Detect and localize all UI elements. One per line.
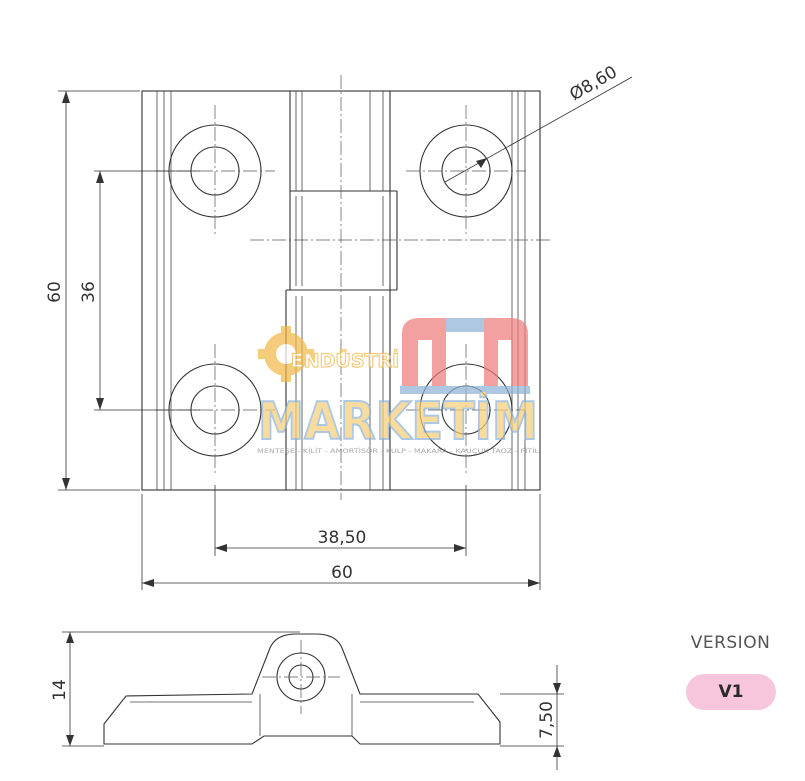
dimension-total-width: 60 (141, 494, 541, 590)
dim-label-total-height: 60 (45, 281, 65, 303)
hole-top-right (406, 105, 526, 237)
side-view (103, 633, 501, 745)
dimension-hole-spacing-vertical: 36 (79, 170, 200, 411)
dim-label-hole-spacing-vertical: 36 (79, 281, 99, 303)
hinge-outline (141, 90, 541, 491)
dimension-leaf-height: 7,50 (500, 665, 564, 770)
gear-icon (258, 326, 314, 382)
watermark-main-word: MARKETİM (258, 391, 538, 452)
dim-label-hole-spacing-horizontal: 38,50 (318, 528, 367, 548)
watermark-logo: ENDÜSTRİ MARKETİM MENTEŞE - KİLİT - AMOR… (257, 318, 539, 455)
watermark-top-word: ENDÜSTRİ (291, 348, 399, 372)
version-badge: V1 (686, 674, 776, 710)
dim-label-thickness: 14 (50, 679, 70, 701)
front-view (141, 75, 550, 500)
version-label: VERSION (690, 633, 771, 653)
dimension-hole-spacing-horizontal: 38,50 (214, 485, 467, 556)
dimension-hole-diameter: Ø8,60 (444, 62, 633, 183)
watermark-tagline: MENTEŞE - KİLİT - AMORTİSÖR - KULP - MAK… (257, 446, 539, 455)
dimension-total-height: 60 (45, 90, 140, 491)
dim-label-total-width: 60 (331, 563, 353, 583)
magnet-icon (400, 318, 530, 394)
dim-label-leaf-height: 7,50 (537, 701, 557, 739)
dimension-thickness: 14 (50, 631, 300, 747)
